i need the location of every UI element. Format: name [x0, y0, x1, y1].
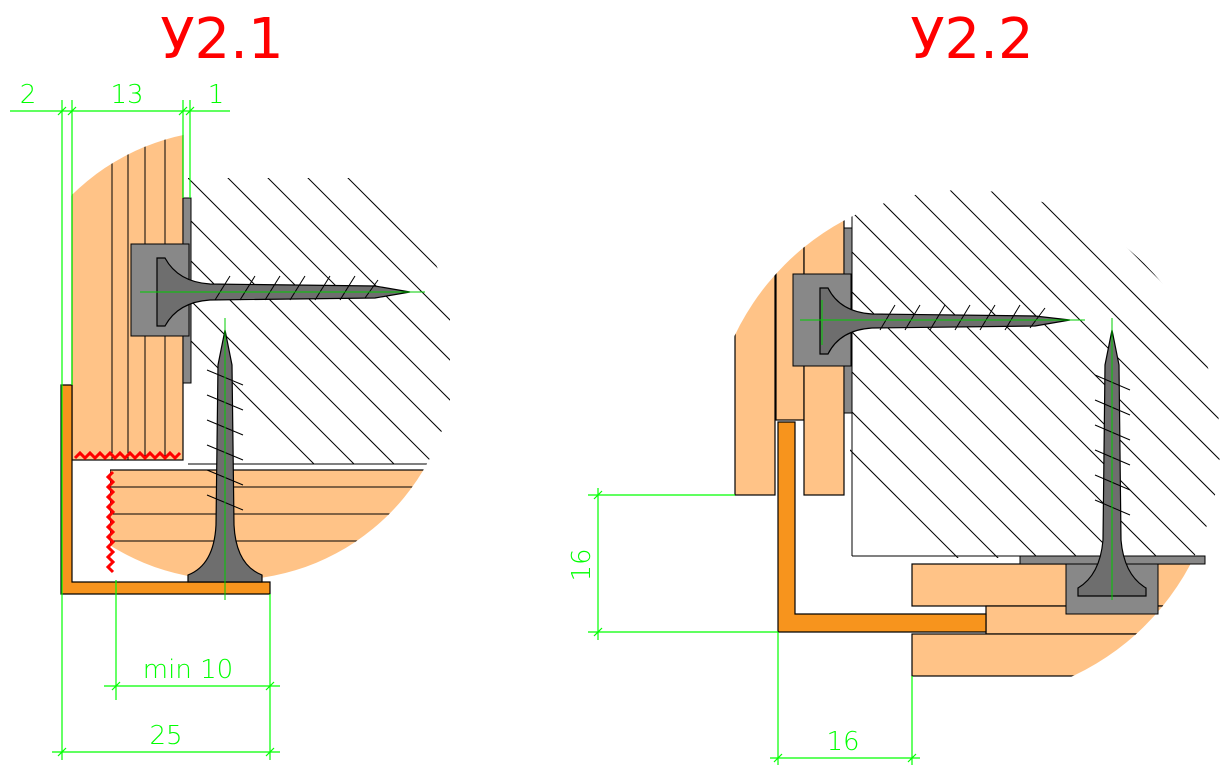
- wood-panel-horizontal: [109, 469, 455, 580]
- screw-thread: [879, 304, 1046, 331]
- dim-min-10: min 10: [143, 655, 233, 685]
- dim-13: 13: [110, 80, 143, 110]
- cut-line-horizontal: [73, 450, 182, 461]
- dim-16-vertical: 16: [567, 548, 597, 581]
- detail-y2-2: У2.2: [567, 7, 1220, 765]
- dimension-min: min 10: [104, 580, 280, 760]
- detail-y2-1: У2.1: [10, 7, 455, 760]
- detail-title: У2.1: [160, 7, 283, 72]
- dim-16-bottom: 16: [826, 727, 859, 757]
- cut-line-vertical: [105, 470, 116, 574]
- dim-25: 25: [149, 721, 182, 751]
- dimension-bottom: 16: [770, 632, 920, 765]
- cut-gap: [75, 462, 110, 580]
- detail-title: У2.2: [910, 7, 1033, 72]
- dim-1: 1: [208, 80, 225, 110]
- screw-horizontal: [819, 287, 1071, 355]
- dimensions-top: 2 13 1: [10, 80, 230, 590]
- dimension-vertical: 16: [567, 488, 778, 640]
- dim-2: 2: [20, 80, 37, 110]
- screw-thread: [214, 275, 379, 301]
- dimension-25: 25: [52, 590, 280, 760]
